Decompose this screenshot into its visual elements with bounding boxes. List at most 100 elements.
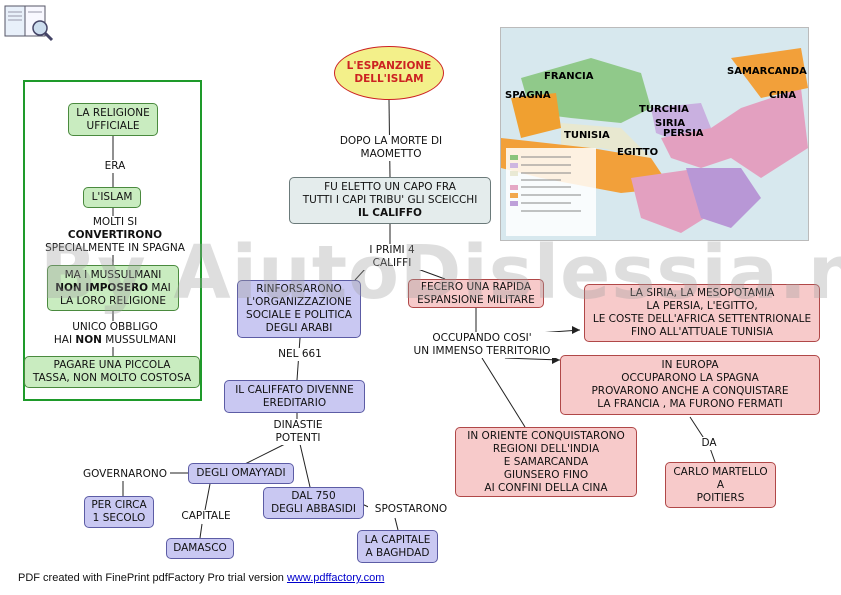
map-label-turchia: TURCHIA bbox=[639, 104, 689, 115]
occupando-label: OCCUPANDO COSI' UN IMMENSO TERRITORIO bbox=[405, 332, 559, 358]
pagare-node: PAGARE UNA PICCOLA TASSA, NON MOLTO COST… bbox=[24, 356, 200, 388]
martello-line1: CARLO MARTELLO bbox=[673, 465, 768, 478]
dinastie-label: DINASTIE POTENTI bbox=[264, 419, 332, 445]
dopo-line1: DOPO LA MORTE DI bbox=[339, 135, 443, 147]
molti-label: MOLTI SI CONVERTIRONO SPECIALMENTE IN SP… bbox=[34, 216, 196, 255]
nel661-label: NEL 661 bbox=[270, 348, 330, 361]
pagare-line2: TASSA, NON MOLTO COSTOSA bbox=[32, 372, 192, 384]
molti-line: MOLTI SI bbox=[92, 216, 138, 228]
rinforsarono-node: RINFORSARONO L'ORGANIZZAZIONE SOCIALE E … bbox=[237, 280, 361, 338]
martello-line3: POITIERS bbox=[696, 491, 745, 504]
dopo-label: DOPO LA MORTE DI MAOMETTO bbox=[330, 135, 452, 161]
map-label-egitto: EGITTO bbox=[617, 147, 659, 158]
mussulmani-line2: NON IMPOSERO MAI bbox=[55, 282, 171, 295]
footer-link[interactable]: www.pdffactory.com bbox=[286, 572, 385, 584]
oriente-line2: REGIONI DELL'INDIA bbox=[492, 442, 600, 455]
dal750-line2: DEGLI ABBASIDI bbox=[271, 503, 356, 515]
non-imposero-text: NON IMPOSERO bbox=[55, 281, 149, 294]
califfo-line1: FU ELETTO UN CAPO FRA bbox=[324, 181, 456, 193]
martello-node: CARLO MARTELLO A POITIERS bbox=[665, 462, 776, 508]
siria-line2: LA PERSIA, L'EGITTO, bbox=[646, 300, 758, 312]
mussulmani-line3: LA LORO RELIGIONE bbox=[59, 294, 167, 307]
omayyadi-node: DEGLI OMAYYADI bbox=[188, 463, 294, 484]
non-text: NON bbox=[75, 334, 102, 346]
ereditario-node: IL CALIFFATO DIVENNE EREDITARIO bbox=[224, 380, 365, 413]
siria-line4: FINO ALL'ATTUALE TUNISIA bbox=[630, 326, 774, 338]
mussulmani-text: MUSSULMANI bbox=[101, 334, 177, 346]
title-line1: L'ESPANZIONE bbox=[346, 60, 432, 72]
rinforsarono-line4: DEGLI ARABI bbox=[265, 322, 333, 334]
mussulmani-line1: MA I MUSSULMANI bbox=[64, 268, 162, 281]
occupando-line2: UN IMMENSO TERRITORIO bbox=[413, 345, 551, 357]
islam-node: L'ISLAM bbox=[83, 187, 141, 208]
baghdad-line1: LA CAPITALE bbox=[364, 533, 431, 546]
damasco-node: DAMASCO bbox=[166, 538, 234, 559]
oriente-line3: E SAMARCANDA bbox=[503, 455, 589, 468]
map-label-spagna: SPAGNA bbox=[505, 90, 551, 101]
map-label-tunisia: TUNISIA bbox=[564, 130, 610, 141]
religione-node: LA RELIGIONE UFFICIALE bbox=[68, 103, 158, 136]
left-frame bbox=[23, 80, 202, 401]
califfo-line3: IL CALIFFO bbox=[358, 207, 422, 219]
mai-text: MAI bbox=[148, 281, 171, 294]
pagare-line1: PAGARE UNA PICCOLA bbox=[53, 359, 171, 371]
martello-line2: A bbox=[716, 478, 725, 491]
rinforsarono-line1: RINFORSARONO bbox=[256, 283, 342, 295]
europa-node: IN EUROPA OCCUPARONO LA SPAGNA PROVARONO… bbox=[560, 355, 820, 415]
governarono-label: GOVERNARONO bbox=[80, 468, 170, 481]
baghdad-line2: A BAGHDAD bbox=[365, 546, 430, 559]
califfo-node: FU ELETTO UN CAPO FRA TUTTI I CAPI TRIBU… bbox=[289, 177, 491, 224]
dopo-line2: MAOMETTO bbox=[360, 148, 422, 160]
rinforsarono-line2: L'ORGANIZZAZIONE bbox=[246, 296, 352, 308]
map-label-samarcanda: SAMARCANDA bbox=[727, 66, 807, 77]
europa-line3: PROVARONO ANCHE A CONQUISTARE bbox=[591, 385, 789, 397]
religione-line2: UFFICIALE bbox=[86, 119, 140, 132]
fecero-line1: FECERO UNA RAPIDA bbox=[420, 280, 532, 293]
islam-text: L'ISLAM bbox=[91, 191, 133, 203]
map-regions bbox=[501, 28, 808, 240]
obbligo-label: UNICO OBBLIGO HAI NON MUSSULMANI bbox=[40, 321, 190, 347]
era-label: ERA bbox=[96, 160, 134, 173]
califfo-line2: TUTTI I CAPI TRIBU' GLI SCEICCHI bbox=[302, 194, 478, 206]
circa-node: PER CIRCA 1 SECOLO bbox=[84, 496, 154, 528]
convertirono-line: CONVERTIRONO bbox=[67, 229, 163, 241]
circa-line1: PER CIRCA bbox=[91, 499, 147, 511]
circa-line2: 1 SECOLO bbox=[92, 512, 146, 524]
title-ellipse: L'ESPANZIONE DELL'ISLAM bbox=[334, 46, 444, 100]
title-line2: DELL'ISLAM bbox=[354, 73, 424, 85]
primi-label: I PRIMI 4 CALIFFI bbox=[360, 244, 424, 270]
dal750-node: DAL 750 DEGLI ABBASIDI bbox=[263, 487, 364, 519]
fecero-line2: ESPANSIONE MILITARE bbox=[417, 293, 535, 306]
dinastie-line2: POTENTI bbox=[275, 432, 321, 444]
map-label-siria: SIRIA bbox=[655, 118, 686, 129]
pdf-footer: PDF created with FinePrint pdfFactory Pr… bbox=[18, 572, 384, 584]
map-label-francia: FRANCIA bbox=[544, 71, 594, 82]
map-label-persia: PERSIA bbox=[663, 128, 704, 139]
hai-text: HAI bbox=[53, 334, 76, 346]
europa-line1: IN EUROPA bbox=[661, 359, 719, 371]
book-logo-icon bbox=[4, 5, 54, 42]
dinastie-line1: DINASTIE bbox=[273, 419, 323, 431]
primi-line1: I PRIMI 4 bbox=[369, 244, 415, 256]
fecero-node: FECERO UNA RAPIDA ESPANSIONE MILITARE bbox=[408, 279, 544, 308]
oriente-line1: IN ORIENTE CONQUISTARONO bbox=[467, 429, 625, 442]
hai-non-line: HAI NON MUSSULMANI bbox=[42, 334, 188, 347]
mussulmani-node: MA I MUSSULMANI NON IMPOSERO MAI LA LORO… bbox=[47, 265, 179, 311]
oriente-line5: AI CONFINI DELLA CINA bbox=[484, 481, 608, 494]
rinforsarono-line3: SOCIALE E POLITICA bbox=[246, 309, 352, 321]
europa-line2: OCCUPARONO LA SPAGNA bbox=[621, 372, 759, 384]
religione-line1: LA RELIGIONE bbox=[76, 106, 150, 119]
ereditario-line1: IL CALIFFATO DIVENNE bbox=[235, 383, 354, 396]
da-label: DA bbox=[694, 437, 724, 450]
islam-expansion-map: FRANCIA SPAGNA TUNISIA EGITTO TURCHIA SI… bbox=[500, 27, 809, 241]
siria-line1: LA SIRIA, LA MESOPOTAMIA bbox=[629, 287, 775, 299]
siria-line3: LE COSTE DELL'AFRICA SETTENTRIONALE bbox=[592, 313, 812, 325]
spostarono-label: SPOSTARONO bbox=[368, 503, 454, 516]
ereditario-line2: EREDITARIO bbox=[262, 396, 327, 409]
damasco-text: DAMASCO bbox=[173, 542, 227, 554]
occupando-line1: OCCUPANDO COSI' bbox=[432, 332, 532, 344]
capitale-label: CAPITALE bbox=[174, 510, 238, 523]
unico-line: UNICO OBBLIGO bbox=[72, 321, 158, 333]
siria-node: LA SIRIA, LA MESOPOTAMIA LA PERSIA, L'EG… bbox=[584, 284, 820, 342]
oriente-line4: GIUNSERO FINO bbox=[503, 468, 589, 481]
